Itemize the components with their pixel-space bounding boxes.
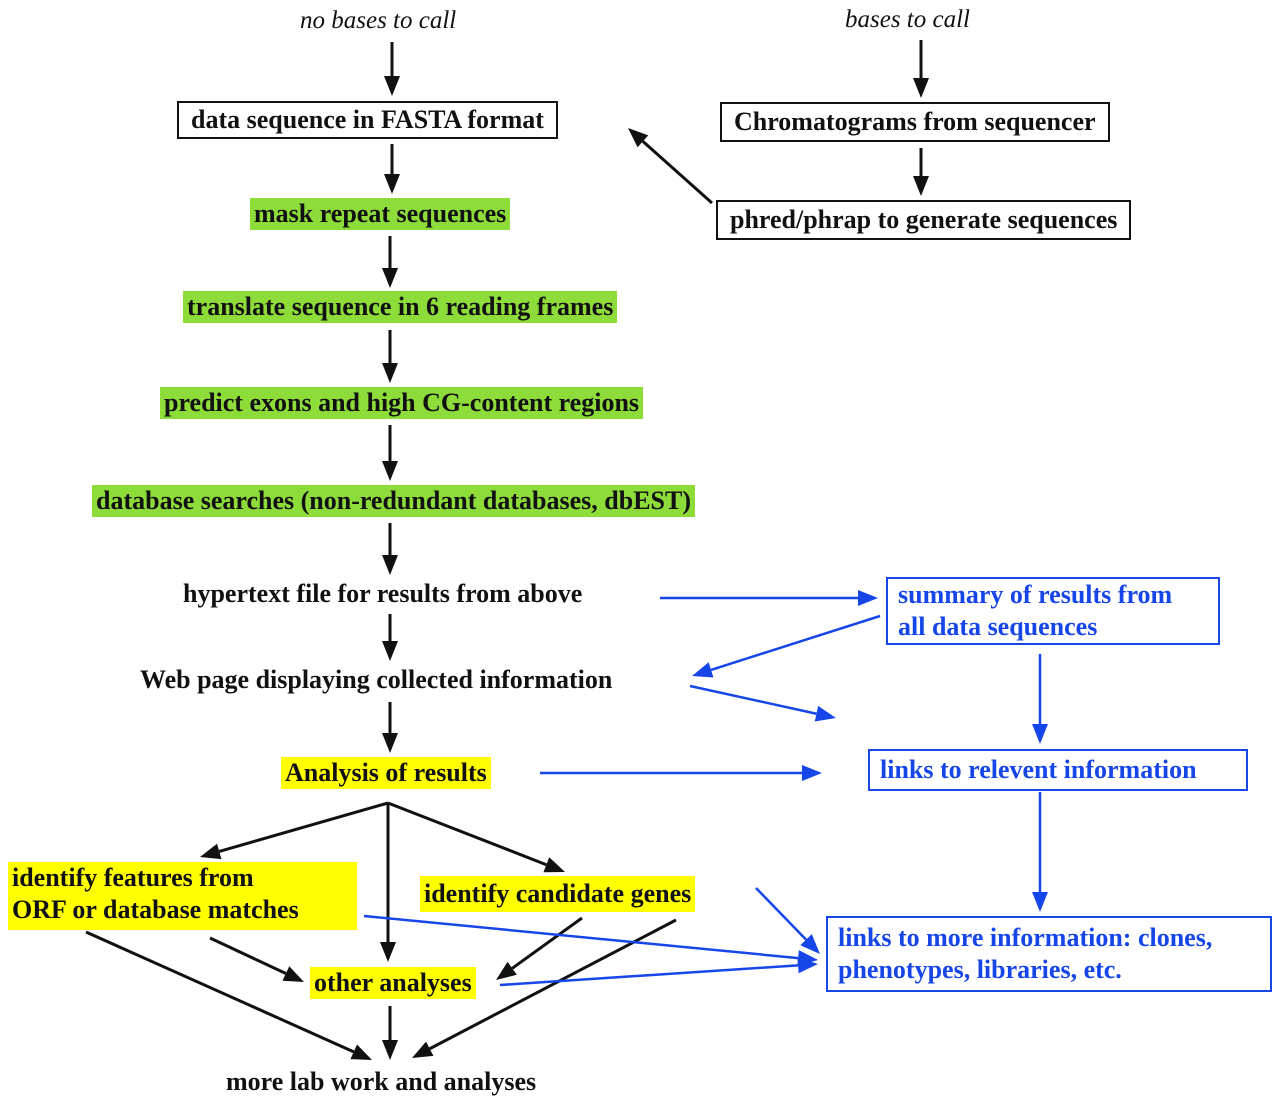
arrow-features-to-other: [209, 936, 304, 982]
arrow-summary-to-webpage: [692, 614, 881, 678]
other-analyses-step: other analyses: [310, 967, 476, 999]
identify-features-step: identify features from ORF or database m…: [8, 862, 357, 930]
links-relevant-box: links to relevent information: [868, 749, 1248, 791]
arrow-mask-to-translate: [382, 236, 398, 288]
arrow-hypertext-to-summary: [660, 590, 878, 606]
arrow-summary-to-links: [1032, 654, 1048, 744]
arrow-webpage-to-links: [689, 684, 836, 722]
links-more-line2: phenotypes, libraries, etc.: [838, 955, 1122, 984]
arrow-candidates-to-more-info: [755, 887, 820, 954]
database-search-step: database searches (non-redundant databas…: [92, 485, 696, 517]
hypertext-file-step: hypertext file for results from above: [183, 579, 583, 608]
arrow-features-to-labwork: [85, 930, 372, 1060]
summary-line2: all data sequences: [898, 612, 1098, 641]
chromatograms-box: Chromatograms from sequencer: [720, 102, 1110, 142]
arrow-other-to-more-info: [499, 957, 818, 987]
arrow-links-to-more-info: [1032, 792, 1048, 912]
summary-line1: summary of results from: [898, 580, 1173, 609]
arrow-analysis-to-links: [540, 765, 822, 781]
summary-results-box: summary of results from all data sequenc…: [886, 577, 1220, 645]
arrow-predict-to-dbsearch: [382, 425, 398, 481]
translate-step: translate sequence in 6 reading frames: [183, 291, 618, 323]
arrow-hypertext-to-webpage: [382, 614, 398, 661]
predict-exons-step: predict exons and high CG-content region…: [160, 387, 644, 419]
phred-phrap-box: phred/phrap to generate sequences: [716, 200, 1132, 240]
blue-arrows: [363, 590, 1048, 987]
identify-features-line1: identify features from: [12, 863, 254, 892]
arrow-analysis-to-other: [380, 803, 396, 962]
arrow-analysis-to-candidates: [387, 801, 565, 873]
arrow-fasta-to-mask: [384, 144, 400, 194]
arrow-chromatograms-to-phred: [913, 148, 929, 196]
fasta-box: data sequence in FASTA format: [177, 101, 558, 139]
arrow-dbsearch-to-hypertext: [382, 523, 398, 575]
analysis-step: Analysis of results: [281, 757, 491, 789]
arrow-analysis-to-features: [200, 801, 389, 860]
black-arrows: [85, 40, 929, 1060]
links-more-box: links to more information: clones, pheno…: [826, 916, 1272, 992]
arrow-candidates-to-other: [496, 916, 583, 980]
header-no-bases: no bases to call: [300, 7, 457, 34]
arrow-webpage-to-analysis: [382, 702, 398, 753]
web-page-step: Web page displaying collected informatio…: [140, 665, 613, 694]
header-bases: bases to call: [845, 6, 970, 33]
arrow-translate-to-predict: [382, 330, 398, 383]
identify-features-line2: ORF or database matches: [12, 895, 299, 924]
identify-candidates-step: identify candidate genes: [420, 876, 696, 912]
arrow-bases-to-chromatograms: [913, 40, 929, 98]
lab-work-step: more lab work and analyses: [226, 1067, 537, 1096]
links-more-line1: links to more information: clones,: [838, 923, 1213, 952]
arrow-no-bases-to-fasta: [384, 42, 400, 96]
arrow-other-to-labwork: [382, 1006, 398, 1060]
arrow-features-to-more-info: [363, 914, 818, 967]
arrow-phred-to-fasta: [628, 128, 713, 205]
mask-repeat-step: mask repeat sequences: [250, 198, 511, 230]
